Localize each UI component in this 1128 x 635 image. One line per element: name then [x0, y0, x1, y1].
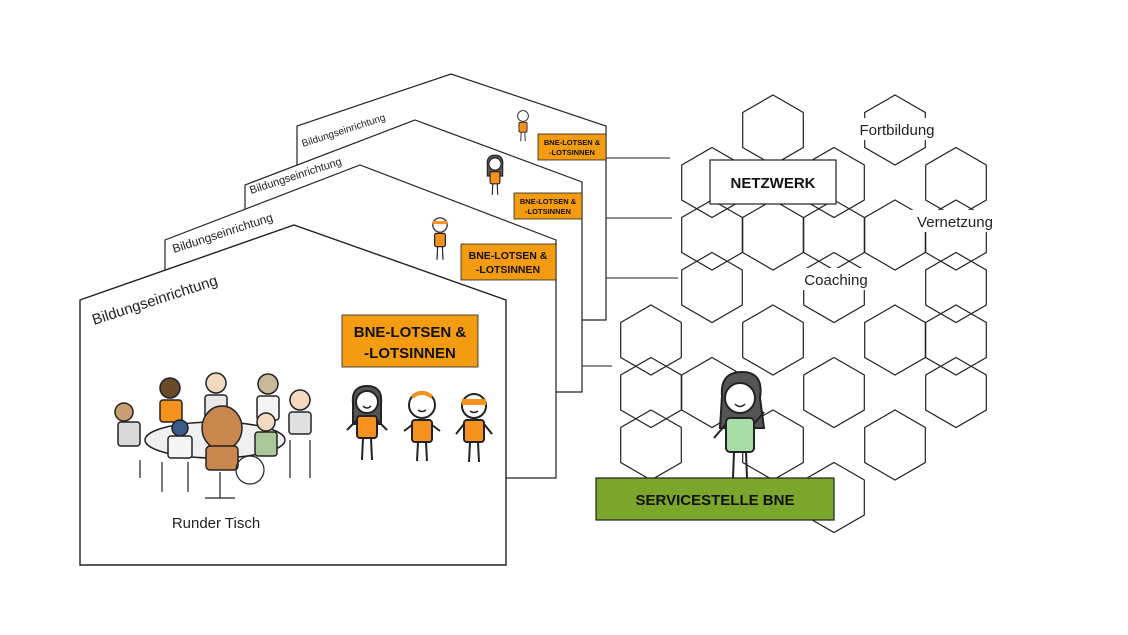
hexagon-cell [864, 94, 926, 166]
svg-text:BNE-LOTSEN &: BNE-LOTSEN & [520, 197, 577, 206]
hexagon-cell [925, 146, 987, 219]
hexagon-cell [925, 356, 987, 429]
svg-text:-LOTSINNEN: -LOTSINNEN [525, 207, 571, 216]
hexagon-cell [620, 304, 682, 376]
hexagon-cell [681, 251, 743, 324]
svg-text:BNE-LOTSEN &: BNE-LOTSEN & [354, 324, 467, 341]
person-figure-icon [713, 370, 766, 479]
hexagon-cell [864, 409, 926, 481]
hexagon-cell [742, 199, 804, 271]
hexagon-cell [742, 304, 804, 376]
netzwerk-box: NETZWERK [709, 159, 837, 205]
svg-text:-LOTSINNEN: -LOTSINNEN [364, 345, 456, 362]
label-coaching: Coaching [797, 268, 875, 290]
netzwerk-title: NETZWERK [731, 175, 816, 192]
hexagon-cell [925, 304, 987, 376]
house-1: Bildungseinrichtung BNE-LOTSEN & -LOTSIN… [79, 224, 507, 566]
hexagon-cell [620, 356, 682, 429]
label-fortbildung: Fortbildung [850, 118, 944, 140]
servicestelle-label: SERVICESTELLE BNE [636, 492, 795, 509]
hexagon-cell [742, 94, 804, 166]
hexagon-cell [925, 251, 987, 324]
svg-text:Coaching: Coaching [804, 272, 867, 289]
person-figure-icon [455, 393, 493, 463]
svg-text:BNE-LOTSEN &: BNE-LOTSEN & [544, 138, 601, 147]
svg-text:-LOTSINNEN: -LOTSINNEN [549, 148, 595, 157]
label-vernetzung: Vernetzung [908, 210, 1002, 232]
person-figure-icon [346, 384, 388, 461]
svg-text:BNE-LOTSEN &: BNE-LOTSEN & [469, 250, 548, 262]
house-1-badge: BNE-LOTSEN & -LOTSINNEN [341, 314, 479, 368]
house-3-badge: BNE-LOTSEN & -LOTSINNEN [513, 192, 583, 220]
house-2-badge: BNE-LOTSEN & -LOTSINNEN [460, 243, 557, 281]
person-figure-icon [432, 217, 448, 260]
person-figure-icon [517, 110, 529, 142]
round-table-illustration [114, 372, 312, 499]
servicestelle-box: SERVICESTELLE BNE [595, 477, 835, 521]
round-table-label: Runder Tisch [172, 515, 260, 532]
hexagon-cell [620, 409, 682, 481]
hexagon-cell [803, 356, 865, 429]
svg-text:Fortbildung: Fortbildung [859, 122, 934, 139]
hexagon-cell [681, 199, 743, 271]
person-figure-icon [403, 391, 441, 462]
svg-text:-LOTSINNEN: -LOTSINNEN [476, 264, 540, 276]
hexagon-cell [803, 199, 865, 271]
person-figure-icon [486, 154, 504, 195]
svg-text:Vernetzung: Vernetzung [917, 214, 993, 231]
house-4-badge: BNE-LOTSEN & -LOTSINNEN [537, 133, 607, 161]
hexagon-cell [864, 304, 926, 376]
